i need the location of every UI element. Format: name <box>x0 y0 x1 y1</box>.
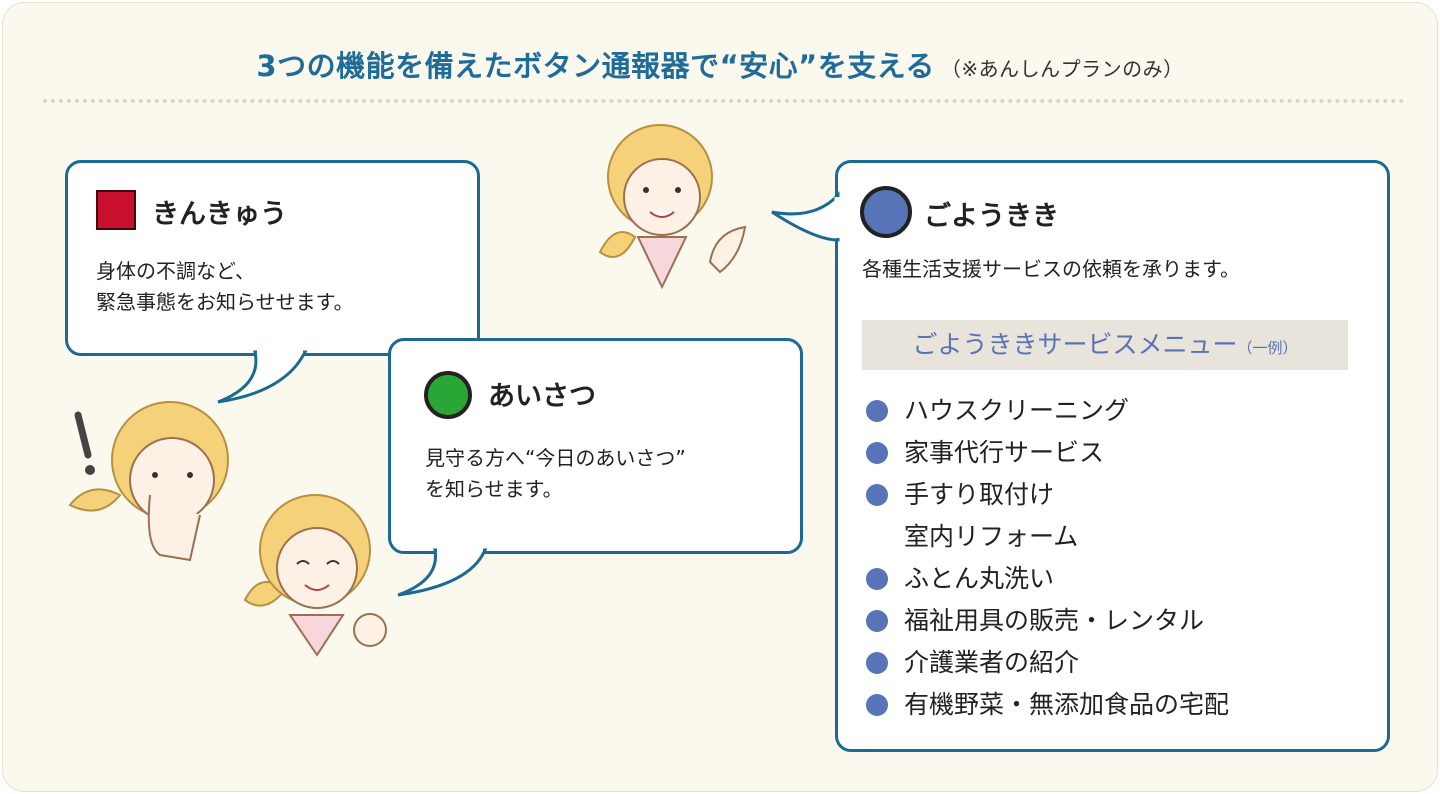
emergency-card <box>65 160 480 356</box>
title-note: （※あんしんプランのみ） <box>940 57 1184 81</box>
greeting-bubble-tail <box>397 546 488 597</box>
emergency-bubble-tail <box>217 348 308 404</box>
list-item-label: ハウスクリーニング <box>904 396 1130 425</box>
smiling-woman-illustration <box>243 494 387 657</box>
emergency-desc-line: 身体の不調など、 <box>96 259 255 283</box>
errand-title: ごようきき <box>924 201 1059 232</box>
bullet-icon <box>866 484 888 506</box>
service-menu-title: ごようききサービスメニュー <box>912 330 1238 359</box>
greeting-desc: 見守る方へ“今日のあいさつ” を知らせます。 <box>425 443 686 505</box>
waving-woman-illustration <box>598 124 747 290</box>
list-item: 介護業者の紹介 <box>866 642 1229 684</box>
dotted-divider <box>43 99 1405 103</box>
list-item: ふとん丸洗い <box>866 558 1229 600</box>
emergency-desc-line: 緊急事態をお知らせせます。 <box>96 290 354 314</box>
greeting-green-circle-icon <box>424 371 472 419</box>
errand-bubble-tail <box>771 191 840 242</box>
list-item-label: 家事代行サービス <box>904 438 1105 467</box>
list-item-label: 手すり取付け <box>904 480 1055 509</box>
service-menu-note: （一例） <box>1237 339 1298 357</box>
list-item: ハウスクリーニング <box>866 390 1229 432</box>
greeting-desc-line: 見守る方へ“今日のあいさつ” <box>425 446 686 470</box>
list-item: 有機野菜・無添加食品の宅配 <box>866 684 1229 726</box>
service-list: ハウスクリーニング 家事代行サービス 手すり取付け 室内リフォーム ふとん丸洗い… <box>866 390 1229 726</box>
greeting-title: あいさつ <box>488 381 596 412</box>
errand-blue-circle-icon <box>860 186 912 238</box>
list-item-label: ふとん丸洗い <box>904 564 1055 593</box>
errand-card <box>835 160 1390 752</box>
bullet-icon <box>866 694 888 716</box>
bullet-icon <box>866 568 888 590</box>
emergency-red-square-icon <box>96 190 136 230</box>
bullet-icon <box>866 400 888 422</box>
list-item-label: 室内リフォーム <box>904 522 1079 551</box>
emergency-title: きんきゅう <box>152 199 287 230</box>
list-item-label: 有機野菜・無添加食品の宅配 <box>904 690 1230 719</box>
list-item: 家事代行サービス <box>866 432 1229 474</box>
bullet-icon <box>866 610 888 632</box>
page-title: 3つの機能を備えたボタン通報器で“安心”を支える（※あんしんプランのみ） <box>3 43 1437 85</box>
bullet-icon <box>866 442 888 464</box>
list-item: 室内リフォーム <box>866 516 1229 558</box>
greeting-desc-line: を知らせます。 <box>425 477 563 501</box>
title-main: 3つの機能を備えたボタン通報器で“安心”を支える <box>256 49 935 83</box>
service-menu-header: ごようききサービスメニュー（一例） <box>862 320 1348 370</box>
list-item: 福祉用具の販売・レンタル <box>866 600 1229 642</box>
worried-woman-illustration <box>68 401 229 562</box>
bullet-icon <box>866 652 888 674</box>
list-item-label: 介護業者の紹介 <box>904 648 1080 677</box>
errand-desc: 各種生活支援サービスの依頼を承ります。 <box>862 257 1240 281</box>
list-item: 手すり取付け <box>866 474 1229 516</box>
list-item-label: 福祉用具の販売・レンタル <box>904 606 1205 635</box>
emergency-desc: 身体の不調など、緊急事態をお知らせせます。 <box>96 256 354 318</box>
